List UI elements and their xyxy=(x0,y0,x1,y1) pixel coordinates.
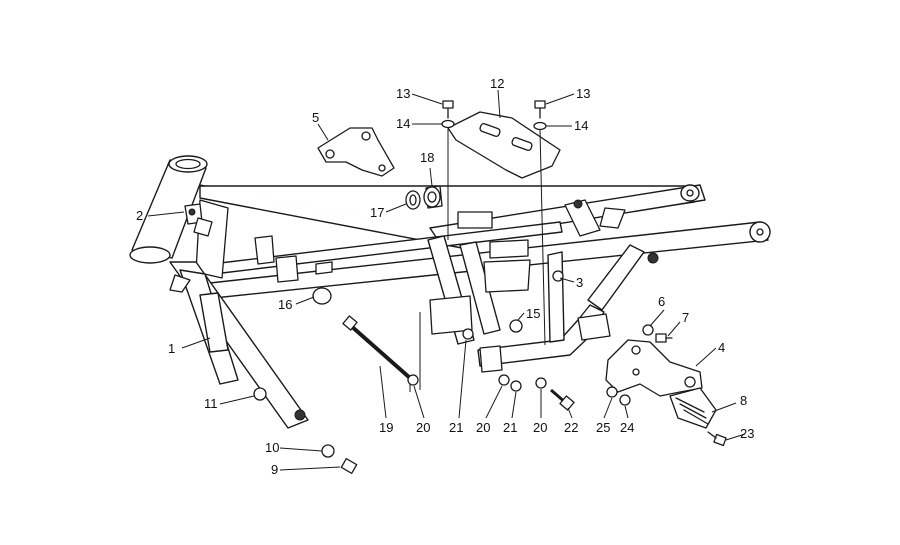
callout-10: 10 xyxy=(265,440,279,455)
part-15-nut xyxy=(509,319,523,333)
callout-13-right: 13 xyxy=(576,86,590,101)
callout-20-c: 20 xyxy=(533,420,547,435)
leader-lines xyxy=(147,89,746,471)
part-23-bolt xyxy=(707,431,727,447)
callout-21-a: 21 xyxy=(449,420,463,435)
callout-14-right: 14 xyxy=(574,118,588,133)
callout-12: 12 xyxy=(490,76,504,91)
part-21-washer-b xyxy=(510,380,522,392)
frame xyxy=(129,155,771,429)
callout-23: 23 xyxy=(740,426,754,441)
part-19-long-bolt xyxy=(342,315,412,380)
callout-8: 8 xyxy=(740,393,747,408)
callout-17: 17 xyxy=(370,205,384,220)
part-12-plate xyxy=(447,111,561,179)
callout-7: 7 xyxy=(682,310,689,325)
callout-5: 5 xyxy=(312,110,319,125)
callout-11: 11 xyxy=(204,396,218,411)
part-24-nut xyxy=(619,394,631,406)
part-5-bracket xyxy=(317,127,395,177)
callout-13-left: 13 xyxy=(396,86,410,101)
callout-14-left: 14 xyxy=(396,116,410,131)
part-20-nut-c xyxy=(535,377,547,389)
part-14-washer-left xyxy=(441,119,455,129)
callout-4: 4 xyxy=(718,340,725,355)
callout-24: 24 xyxy=(620,420,634,435)
callout-9: 9 xyxy=(271,462,278,477)
callout-20-b: 20 xyxy=(476,420,490,435)
part-10-washer xyxy=(321,444,335,458)
callout-22: 22 xyxy=(564,420,578,435)
part-18-bushing xyxy=(423,185,443,209)
part-17-ring xyxy=(405,190,421,210)
part-8-footpeg xyxy=(669,387,717,429)
part-11-nut xyxy=(253,387,267,401)
callout-16: 16 xyxy=(278,297,292,312)
part-20-nut-b xyxy=(498,374,510,386)
callout-20-a: 20 xyxy=(416,420,430,435)
part-4-footrest-bracket xyxy=(605,339,703,397)
callout-labels: 1 2 3 4 5 6 7 8 9 10 11 12 13 13 14 14 1… xyxy=(136,76,754,477)
part-9-bolt xyxy=(340,458,358,474)
part-16-rubber-block xyxy=(312,287,332,305)
part-3-nut xyxy=(552,270,564,282)
callout-19: 19 xyxy=(379,420,393,435)
part-13-bolt-right xyxy=(534,100,546,119)
part-22-bolt xyxy=(550,388,575,411)
callout-3: 3 xyxy=(576,275,583,290)
part-20-nut-a xyxy=(407,374,419,386)
callout-21-b: 21 xyxy=(503,420,517,435)
callout-2: 2 xyxy=(136,208,143,223)
part-2-fitting xyxy=(184,203,213,237)
callout-25: 25 xyxy=(596,420,610,435)
callout-18: 18 xyxy=(420,150,434,165)
callout-1: 1 xyxy=(168,341,175,356)
part-14-washer-right xyxy=(533,121,547,131)
callout-6: 6 xyxy=(658,294,665,309)
part-6-washer xyxy=(642,324,654,336)
part-13-bolt-left xyxy=(442,100,454,119)
callout-15: 15 xyxy=(526,306,540,321)
part-7-bolt xyxy=(655,333,673,343)
part-25-nut xyxy=(606,386,618,398)
part-21-washer-a xyxy=(462,328,474,340)
